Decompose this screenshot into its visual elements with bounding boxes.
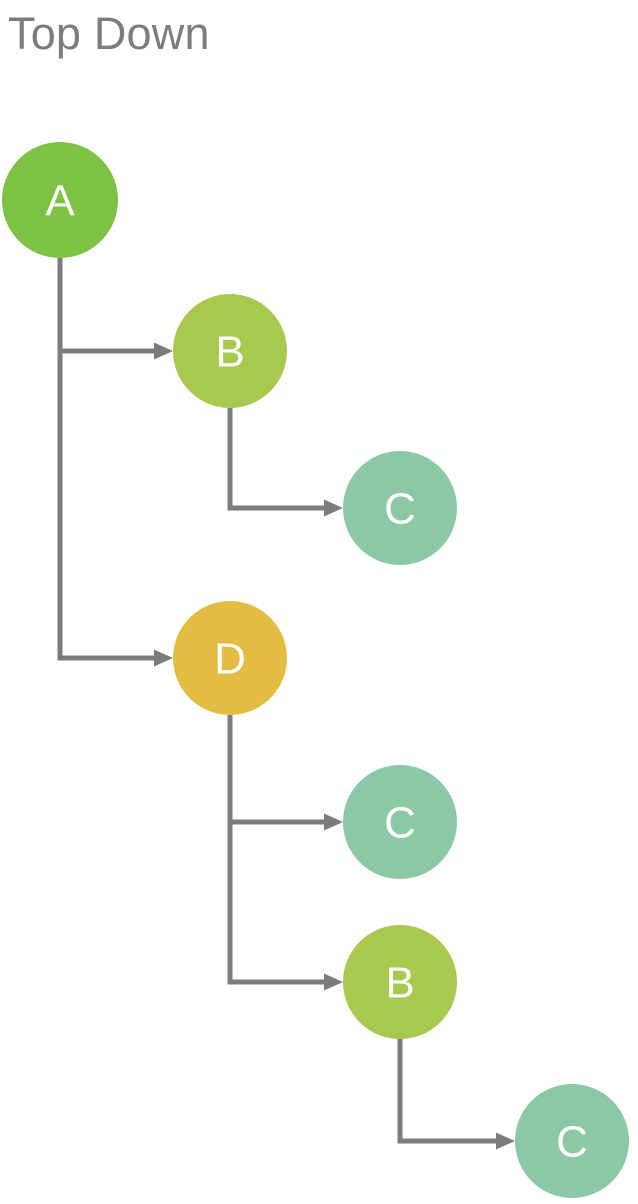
arrowhead-icon — [496, 1132, 515, 1150]
node-label: A — [45, 177, 75, 226]
node-label: D — [214, 635, 246, 684]
arrowhead-icon — [154, 649, 173, 667]
edge-d-to-c — [227, 715, 343, 831]
arrowhead-icon — [154, 342, 173, 360]
arrowhead-icon — [324, 499, 343, 517]
node-label: C — [556, 1118, 588, 1167]
node-circle[interactable] — [173, 601, 287, 715]
arrowhead-icon — [324, 813, 343, 831]
edge-path — [227, 715, 324, 825]
edge-path — [227, 715, 324, 985]
node-layer: A B C D C B C — [2, 142, 629, 1198]
node-circle[interactable] — [515, 1084, 629, 1198]
graph-node-n7[interactable]: C — [515, 1084, 629, 1198]
node-label: C — [384, 799, 416, 848]
graph-node-n6[interactable]: B — [343, 925, 457, 1039]
edge-path — [57, 258, 154, 354]
edge-path — [227, 408, 324, 511]
node-circle[interactable] — [173, 294, 287, 408]
node-circle[interactable] — [343, 765, 457, 879]
arrowhead-icon — [324, 973, 343, 991]
edge-path — [397, 1039, 496, 1144]
graph-node-n5[interactable]: C — [343, 765, 457, 879]
graph-node-n1[interactable]: A — [2, 142, 118, 258]
node-circle[interactable] — [2, 142, 118, 258]
node-circle[interactable] — [343, 451, 457, 565]
graph-node-n3[interactable]: C — [343, 451, 457, 565]
edge-a-to-b — [57, 258, 173, 360]
page-title: Top Down — [8, 8, 210, 59]
graph-node-n4[interactable]: D — [173, 601, 287, 715]
edge-path — [57, 258, 154, 661]
graph-node-n2[interactable]: B — [173, 294, 287, 408]
node-label: C — [384, 485, 416, 534]
node-circle[interactable] — [343, 925, 457, 1039]
edge-layer — [57, 258, 515, 1150]
node-label: B — [215, 328, 244, 377]
node-label: B — [385, 959, 414, 1008]
edge-a-to-d — [57, 258, 173, 667]
edge-d-to-b — [227, 715, 343, 991]
edge-b-to-c — [227, 408, 343, 517]
edge-b-to-c — [397, 1039, 515, 1150]
